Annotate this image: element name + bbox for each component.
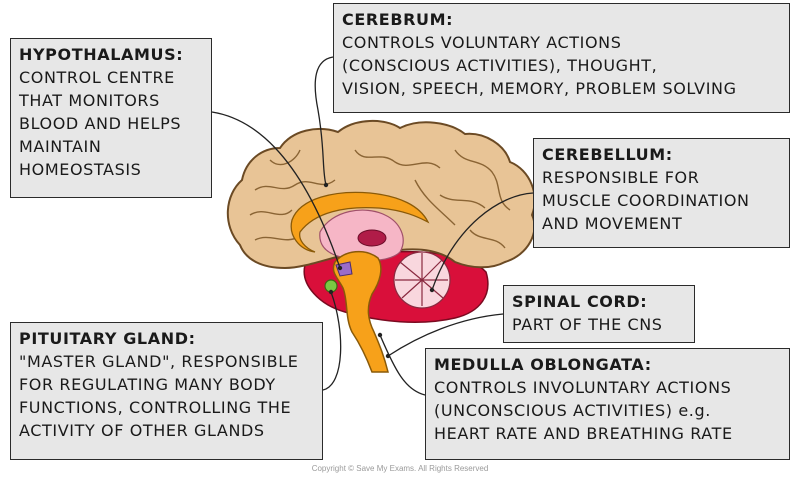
copyright-footer: Copyright © Save My Exams. All Rights Re… xyxy=(311,464,489,473)
hypothalamus-title: HYPOTHALAMUS: xyxy=(19,45,184,64)
cerebellum-title: CEREBELLUM: xyxy=(542,145,673,164)
spinal-cord-title: SPINAL CORD: xyxy=(512,292,648,311)
cerebellum-desc-line: RESPONSIBLE FOR xyxy=(542,168,700,187)
hypothalamus-label-box: HYPOTHALAMUS: CONTROL CENTRE THAT MONITO… xyxy=(10,38,212,198)
pointer-cerebrum xyxy=(314,56,334,186)
hypothalamus-shape xyxy=(335,261,353,277)
spinal-cord-label-box: SPINAL CORD: PART OF THE CNS xyxy=(503,285,695,343)
pituitary-title: PITUITARY GLAND: xyxy=(19,329,196,348)
cerebrum-label-box: CEREBRUM: CONTROLS VOLUNTARY ACTIONS (CO… xyxy=(333,3,790,113)
medulla-title: MEDULLA OBLONGATA: xyxy=(434,355,652,374)
cerebrum-desc-line: VISION, SPEECH, MEMORY, PROBLEM SOLVING xyxy=(342,79,737,98)
hypothalamus-desc-line: CONTROL CENTRE xyxy=(19,68,175,87)
pituitary-label-box: PITUITARY GLAND: "MASTER GLAND", RESPONS… xyxy=(10,322,323,460)
hypothalamus-desc-line: MAINTAIN xyxy=(19,137,102,156)
dot-hypothalamus xyxy=(337,265,343,271)
dot-spinal-cord xyxy=(385,353,391,359)
dot-cerebellum xyxy=(429,287,435,293)
pituitary-desc-line: FOR REGULATING MANY BODY xyxy=(19,375,276,394)
dot-pituitary xyxy=(328,289,334,295)
hypothalamus-desc-line: HOMEOSTASIS xyxy=(19,160,142,179)
pointer-dots xyxy=(323,182,435,359)
pituitary-desc-line: "MASTER GLAND", RESPONSIBLE xyxy=(19,352,299,371)
cerebrum-desc-line: CONTROLS VOLUNTARY ACTIONS xyxy=(342,33,622,52)
corpus-callosum xyxy=(290,191,430,253)
dot-medulla xyxy=(377,332,383,338)
pituitary-desc-line: ACTIVITY OF OTHER GLANDS xyxy=(19,421,265,440)
brainstem xyxy=(332,250,389,373)
dot-cerebrum xyxy=(323,182,329,188)
spinal-cord-desc-line: PART OF THE CNS xyxy=(512,315,663,334)
medulla-desc-line: CONTROLS INVOLUNTARY ACTIONS xyxy=(434,378,732,397)
pointer-hypothalamus xyxy=(211,111,341,269)
cerebellum-desc-line: MUSCLE COORDINATION xyxy=(542,191,750,210)
pointer-cerebellum xyxy=(431,192,534,291)
cerebrum-desc-line: (CONSCIOUS ACTIVITIES), THOUGHT, xyxy=(342,56,658,75)
pituitary-desc-line: FUNCTIONS, CONTROLLING THE xyxy=(19,398,292,417)
medulla-label-box: MEDULLA OBLONGATA: CONTROLS INVOLUNTARY … xyxy=(425,348,790,460)
cerebellum-desc-line: AND MOVEMENT xyxy=(542,214,683,233)
pointer-spinal-cord xyxy=(387,313,504,357)
cerebellum-label-box: CEREBELLUM: RESPONSIBLE FOR MUSCLE COORD… xyxy=(533,138,790,248)
hypothalamus-desc-line: BLOOD AND HELPS xyxy=(19,114,182,133)
medulla-desc-line: (UNCONSCIOUS ACTIVITIES) e.g. xyxy=(434,401,711,420)
thalamus xyxy=(357,229,387,247)
pointer-lines xyxy=(211,56,534,396)
cerebrum-title: CEREBRUM: xyxy=(342,10,454,29)
pointer-pituitary xyxy=(322,291,342,391)
hypothalamus-desc-line: THAT MONITORS xyxy=(19,91,160,110)
pointer-medulla xyxy=(379,334,426,396)
cerebrum-folds xyxy=(249,149,511,249)
cerebellum-arbor xyxy=(393,251,451,309)
medulla-desc-line: HEART RATE AND BREATHING RATE xyxy=(434,424,733,443)
